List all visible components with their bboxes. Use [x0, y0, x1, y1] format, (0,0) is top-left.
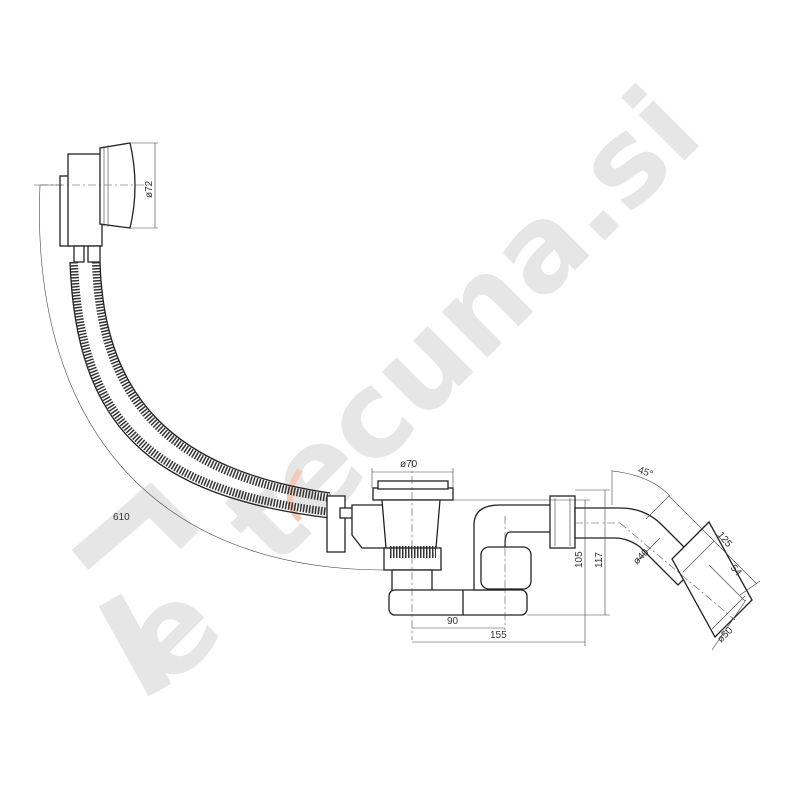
- outlet-bend: [574, 507, 753, 639]
- drain-assembly: [326, 460, 576, 640]
- dim-line-cable: [39, 184, 386, 571]
- dim-height-inner: 105: [574, 551, 585, 568]
- dim-overflow-diameter: ø72: [144, 180, 155, 198]
- dim-cable-length: 610: [113, 512, 130, 523]
- watermark-accent: [287, 468, 303, 523]
- dim-drain-diameter: ø70: [400, 459, 418, 470]
- flexible-hose: [69, 261, 331, 519]
- watermark-logo-letter: e: [92, 555, 248, 711]
- watermark-logo-house: [71, 482, 200, 697]
- watermark-text: tecuna.si: [197, 61, 726, 590]
- dim-bend-angle: 45°: [636, 465, 654, 481]
- dim-height-outer: 117: [594, 552, 605, 568]
- dim-total-offset: 155: [490, 630, 507, 641]
- overflow-head: ø72: [40, 142, 158, 263]
- dim-trap-offset: 90: [447, 616, 459, 627]
